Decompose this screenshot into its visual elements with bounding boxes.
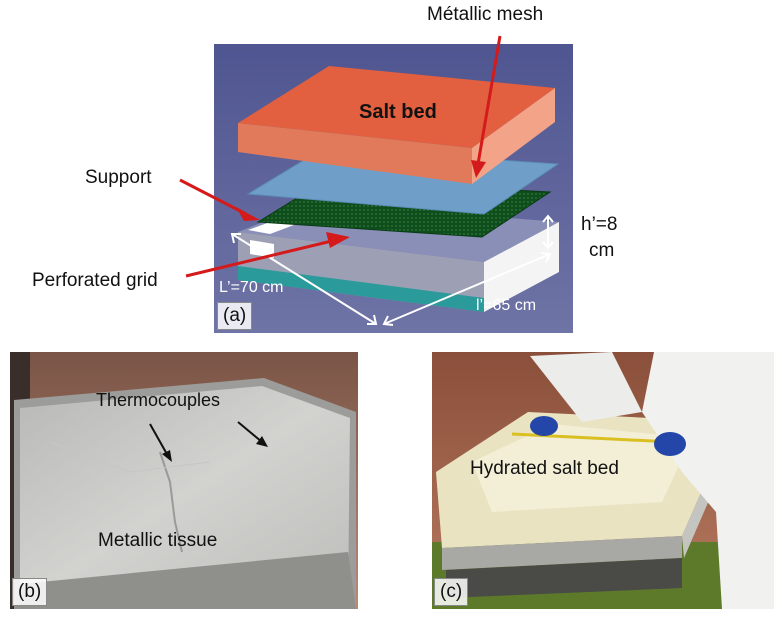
length-dimension-arrow (230, 233, 378, 325)
width-label: l’=65 cm (476, 297, 536, 314)
panel-b-tag: (b) (12, 578, 48, 606)
right-glove (654, 432, 686, 456)
panel-c: Hydrated salt bed (c) (432, 352, 774, 609)
panel-c-tag: (c) (434, 578, 469, 606)
hydrated-salt-bed-label: Hydrated salt bed (470, 458, 619, 479)
height-label-line2: cm (589, 240, 615, 261)
perforated-grid-arrow (185, 232, 350, 278)
panel-a-tag: (a) (217, 302, 253, 330)
width-dimension-arrow (382, 252, 552, 326)
metallic-mesh-label: Métallic mesh (427, 4, 544, 25)
panel-b: Thermocouples Metallic tissue (b) (10, 352, 358, 609)
photo-hydrated-salt-bed (432, 352, 774, 609)
photo-metallic-tissue (10, 352, 358, 609)
thermocouples-label: Thermocouples (96, 390, 221, 410)
length-label: L’=70 cm (219, 279, 283, 296)
support-label: Support (85, 167, 152, 188)
support-arrow (179, 178, 260, 221)
perforated-grid-label: Perforated grid (32, 270, 158, 291)
height-label: h’=8 cm (581, 212, 617, 264)
metallic-mesh-arrow (471, 35, 502, 178)
salt-bed-label: Salt bed (359, 101, 437, 123)
salt-bed-block (238, 66, 555, 184)
metallic-tissue-label: Metallic tissue (98, 530, 218, 551)
height-dimension-arrow (542, 214, 554, 250)
height-label-line1: h’=8 (581, 214, 618, 235)
left-glove (530, 416, 558, 436)
